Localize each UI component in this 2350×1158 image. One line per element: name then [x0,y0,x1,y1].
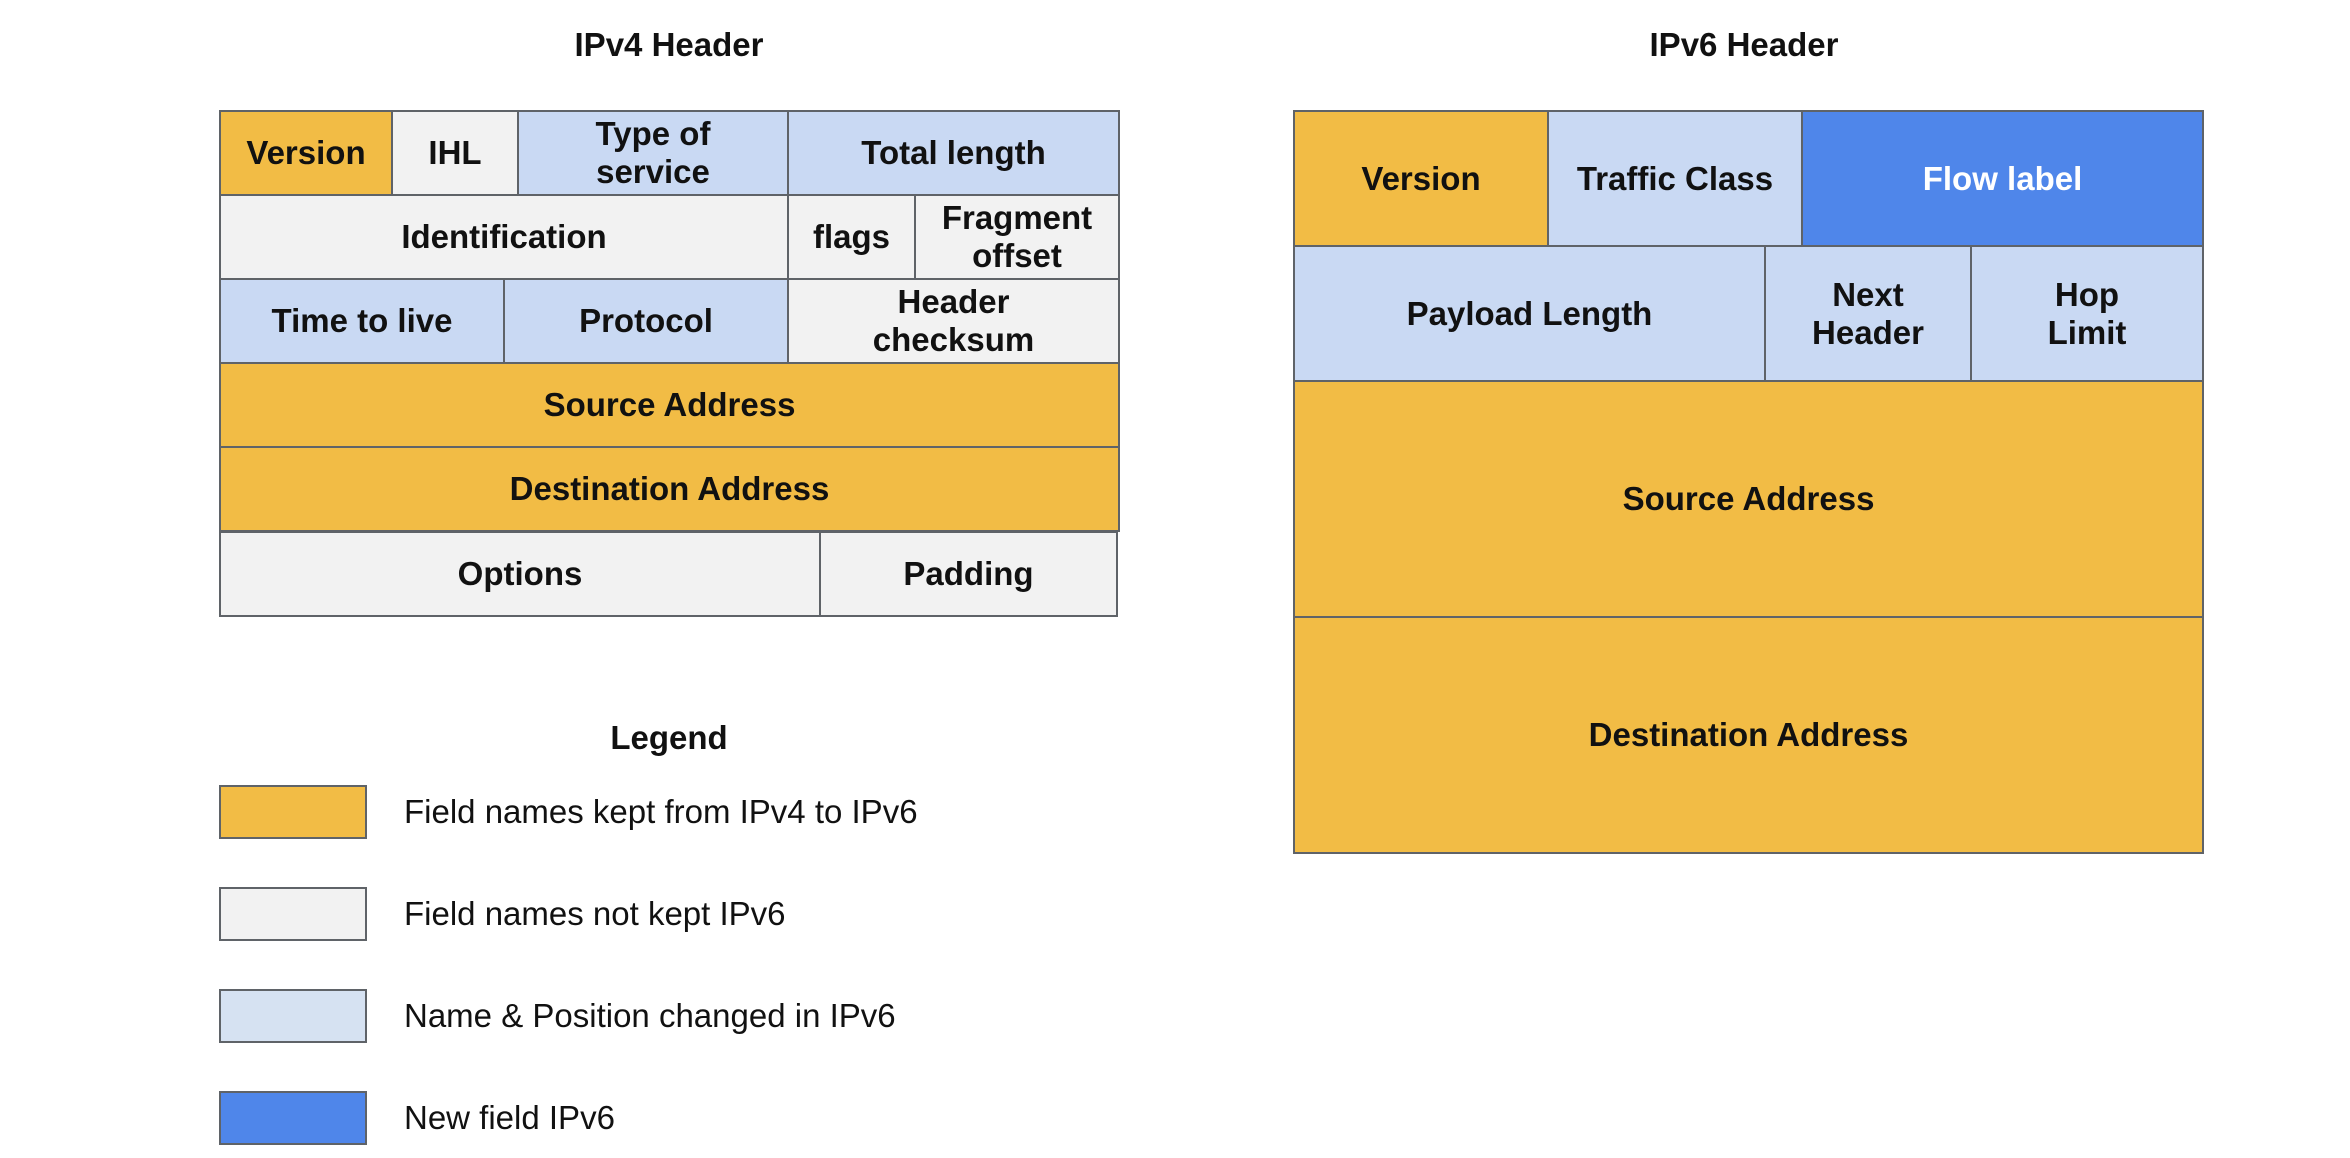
legend-label-kept: Field names kept from IPv4 to IPv6 [404,793,918,830]
ipv4-title: IPv4 Header [574,26,764,63]
ipv6-hop-limit-field: Hop Limit [1970,245,2204,382]
ipv6-next-header-field: Next Header [1764,245,1972,382]
legend-title: Legend [610,719,728,756]
ipv4-options-field: Options [219,531,821,617]
legend-swatch-kept [219,785,367,839]
ipv4-padding-field: Padding [819,531,1118,617]
ipv4-version-field: Version [219,110,393,196]
ipv4-time-to-live-field: Time to live [219,278,505,364]
ipv6-version-field: Version [1293,110,1549,247]
legend-swatch-not-kept [219,887,367,941]
ipv4-identification-field: Identification [219,194,789,280]
ipv4-header-checksum-field: Header checksum [787,278,1120,364]
legend-label-changed: Name & Position changed in IPv6 [404,997,896,1034]
ipv6-title: IPv6 Header [1649,26,1839,63]
ipv4-destination-address-field: Destination Address [219,446,1120,532]
ipv4-total-length-field: Total length [787,110,1120,196]
legend-label-not-kept: Field names not kept IPv6 [404,895,786,932]
ipv6-flow-label-field: Flow label [1801,110,2204,247]
ipv6-payload-length-field: Payload Length [1293,245,1766,382]
legend-label-new: New field IPv6 [404,1099,615,1136]
ipv4-source-address-field: Source Address [219,362,1120,448]
legend-swatch-new [219,1091,367,1145]
ipv4-flags-field: flags [787,194,916,280]
ipv4-protocol-field: Protocol [503,278,789,364]
ipv6-destination-address-field: Destination Address [1293,616,2204,854]
ipv6-traffic-class-field: Traffic Class [1547,110,1803,247]
ipv6-source-address-field: Source Address [1293,380,2204,618]
legend-swatch-changed [219,989,367,1043]
ipv4-type-of-service-field: Type of service [517,110,789,196]
ipv4-ihl-field: IHL [391,110,519,196]
ipv4-fragment-offset-field: Fragment offset [914,194,1120,280]
